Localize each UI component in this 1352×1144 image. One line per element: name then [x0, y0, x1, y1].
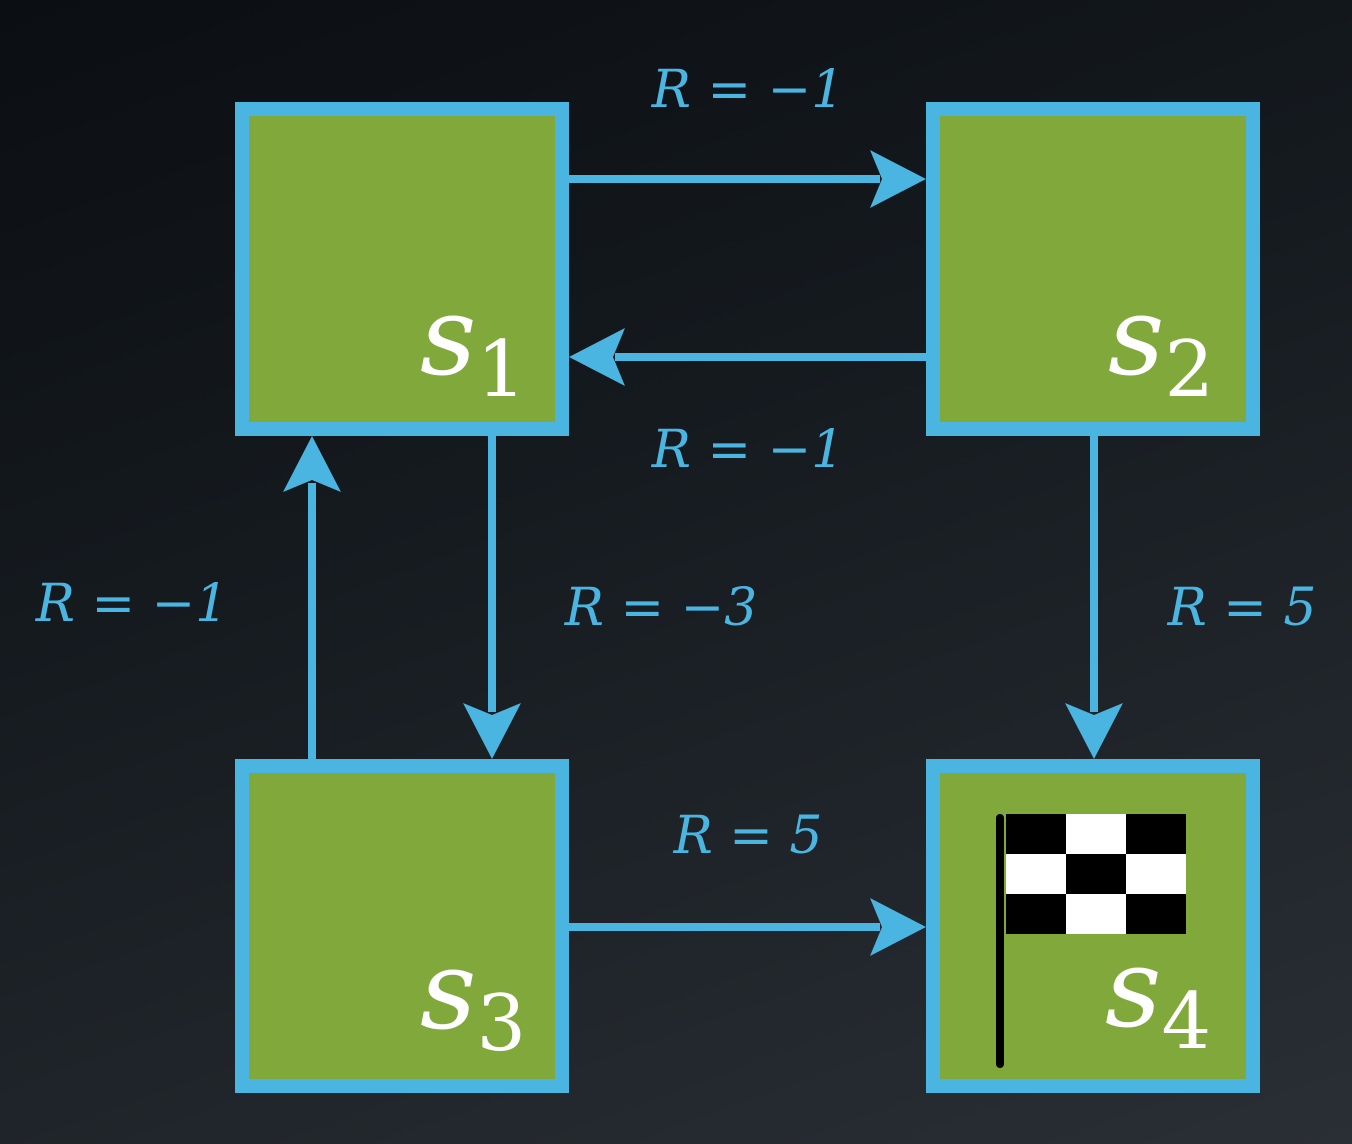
arrowhead-s2-s1: [569, 328, 625, 386]
state-label-s4: s4: [1105, 924, 1211, 1067]
state-label-s1: s1: [420, 272, 526, 415]
reward-label-s2-s1: R = −1: [651, 420, 844, 480]
reward-label-s2-s4: R = 5: [1167, 578, 1317, 638]
arrowhead-s1-s2: [870, 150, 926, 208]
state-label-s3-sub: 3: [476, 979, 526, 1069]
state-label-s2-sub: 2: [1164, 325, 1214, 415]
reward-label-s3-s1: R = −1: [35, 574, 228, 634]
state-label-s3: s3: [420, 926, 526, 1069]
state-box-s3: [235, 759, 569, 1093]
reward-label-s1-s2: R = −1: [651, 60, 844, 120]
arrowhead-s1-s3: [463, 703, 521, 759]
arrowhead-s2-s4: [1065, 703, 1123, 759]
state-label-s4-base: s: [1105, 924, 1161, 1052]
state-label-s2-base: s: [1108, 272, 1164, 400]
state-label-s4-sub: 4: [1161, 977, 1211, 1067]
arrowhead-s3-s1: [283, 436, 341, 492]
state-box-s2: [926, 102, 1260, 436]
state-label-s3-base: s: [420, 926, 476, 1054]
state-label-s1-base: s: [420, 272, 476, 400]
arrowhead-s3-s4: [870, 898, 926, 956]
reward-label-s1-s3: R = −3: [564, 578, 757, 638]
state-box-s1: [235, 102, 569, 436]
reward-label-s3-s4: R = 5: [673, 806, 823, 866]
state-label-s2: s2: [1108, 272, 1214, 415]
state-label-s1-sub: 1: [476, 325, 526, 415]
checkered-flag-icon: [996, 814, 1186, 1068]
flag-pole: [996, 814, 1004, 1068]
